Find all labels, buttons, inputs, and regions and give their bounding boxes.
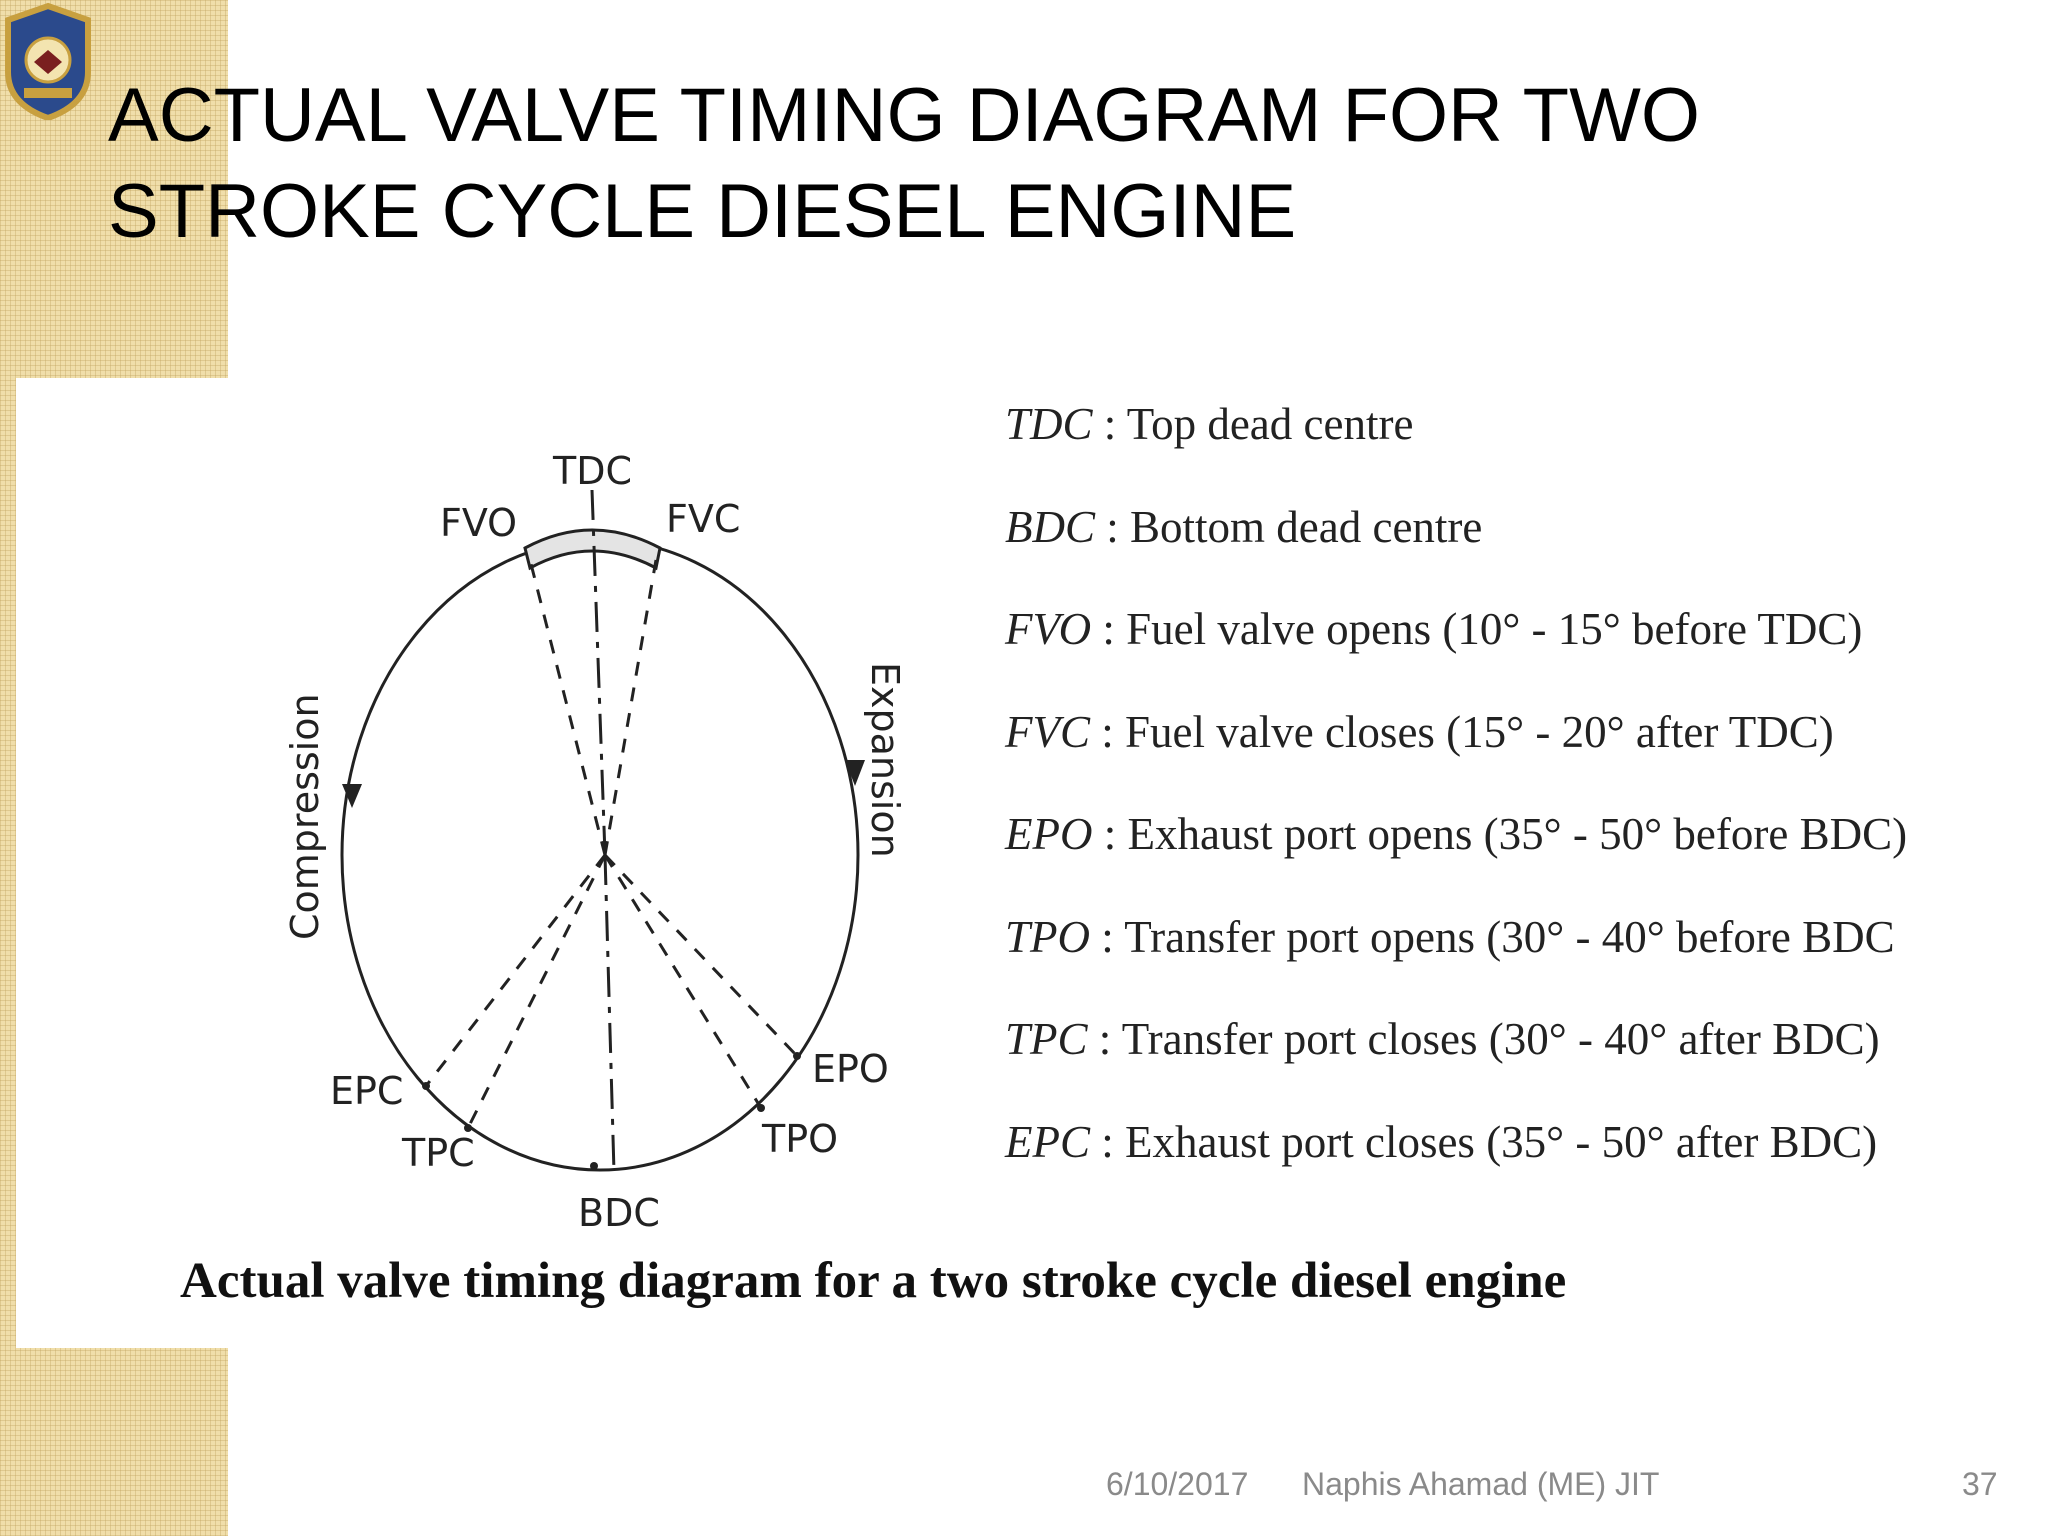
legend-desc: : Transfer port opens (30° - 40° before … [1090, 911, 1895, 962]
slide-title: ACTUAL VALVE TIMING DIAGRAM FOR TWO STRO… [108, 68, 1988, 260]
legend-row: TPO : Transfer port opens (30° - 40° bef… [1005, 911, 2025, 1014]
legend-row: EPO : Exhaust port opens (35° - 50° befo… [1005, 808, 2025, 911]
legend-abbr: TPO [1005, 911, 1091, 962]
legend-row: FVO : Fuel valve opens (10° - 15° before… [1005, 603, 2025, 706]
legend-row: FVC : Fuel valve closes (15° - 20° after… [1005, 706, 2025, 809]
epc-label: EPC [330, 1069, 403, 1113]
fuel-injection-band [523, 528, 662, 571]
epc-line [424, 854, 607, 1087]
footer-date: 6/10/2017 [1106, 1466, 1249, 1502]
legend-desc: : Top dead centre [1092, 399, 1414, 449]
expansion-arrow-icon [845, 760, 865, 786]
epo-line [603, 853, 799, 1058]
fvo-line [528, 559, 607, 856]
legend-row: TDC : Top dead centre [1005, 398, 2025, 501]
figure-caption: Actual valve timing diagram for a two st… [180, 1253, 1567, 1309]
legend-row: TPC : Transfer port closes (30° - 40° af… [1005, 1013, 2025, 1116]
legend-desc: : Fuel valve opens (10° - 15° before TDC… [1091, 604, 1863, 654]
legend-abbr: EPC [1005, 1116, 1090, 1167]
tdc-label: TDC [552, 449, 632, 493]
title-line-1: ACTUAL VALVE TIMING DIAGRAM FOR TWO [108, 73, 1700, 158]
fvc-label: FVC [666, 497, 740, 541]
legend-abbr: FVO [1005, 604, 1092, 654]
fvc-line [603, 559, 658, 856]
legend-desc: : Fuel valve closes (15° - 20° after TDC… [1090, 706, 1834, 757]
page-number: 37 [1962, 1466, 1998, 1502]
legend-desc: : Bottom dead centre [1095, 501, 1483, 552]
tpc-label: TPC [401, 1131, 475, 1175]
tpc-line [466, 854, 607, 1129]
legend-desc: : Exhaust port opens (35° - 50° before B… [1092, 809, 1908, 859]
crank-circle [340, 538, 860, 1172]
legend-abbr: FVC [1005, 706, 1090, 757]
compression-label: Compression [283, 693, 327, 940]
legend-desc: : Transfer port closes (30° - 40° after … [1087, 1014, 1880, 1064]
expansion-label: Expansion [863, 662, 907, 858]
legend-row: EPC : Exhaust port closes (35° - 50° aft… [1005, 1116, 2025, 1219]
figure-panel [16, 378, 2048, 1348]
legend-abbr: BDC [1005, 501, 1095, 552]
tpo-line [603, 854, 763, 1109]
legend-abbr: EPO [1005, 809, 1093, 859]
institute-logo [5, 2, 91, 120]
tdc-line [590, 489, 607, 856]
footer-author: Naphis Ahamad (ME) JIT [1302, 1466, 1660, 1502]
point-markers [422, 1052, 801, 1170]
fvo-label: FVO [440, 501, 517, 545]
epo-label: EPO [812, 1047, 889, 1091]
bdc-line [603, 854, 616, 1173]
legend-abbr: TPC [1005, 1014, 1088, 1064]
title-line-2: STROKE CYCLE DIESEL ENGINE [108, 169, 1297, 254]
bdc-label: BDC [578, 1191, 660, 1235]
legend-row: BDC : Bottom dead centre [1005, 501, 2025, 604]
tpo-label: TPO [761, 1117, 838, 1161]
abbreviation-legend: TDC : Top dead centre BDC : Bottom dead … [1005, 398, 2025, 1218]
compression-arrow-icon [342, 784, 362, 808]
legend-abbr: TDC [1005, 399, 1093, 449]
legend-desc: : Exhaust port closes (35° - 50° after B… [1090, 1116, 1878, 1167]
